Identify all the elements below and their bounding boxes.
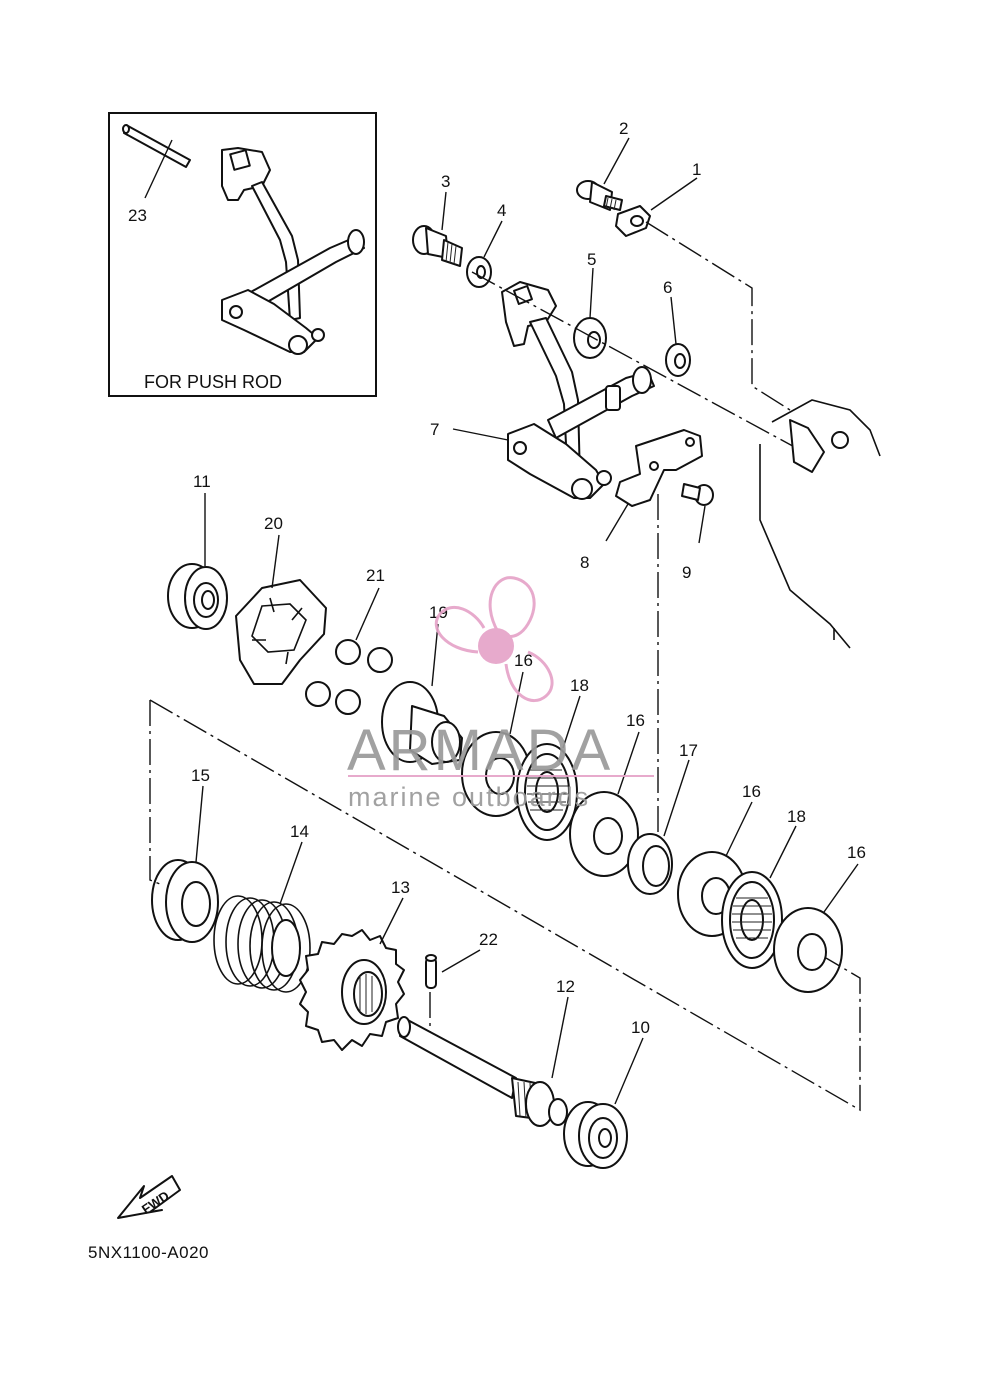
crankcase-outline bbox=[759, 399, 881, 649]
callout-4: 4 bbox=[497, 201, 506, 220]
callout-19: 19 bbox=[429, 603, 448, 622]
bushing-5 bbox=[573, 317, 607, 359]
callout-2: 2 bbox=[619, 119, 628, 138]
callout-3: 3 bbox=[441, 172, 450, 191]
callout-8: 8 bbox=[580, 553, 589, 572]
callout-7: 7 bbox=[430, 420, 439, 439]
callout-6: 6 bbox=[663, 278, 672, 297]
push-rod-lever bbox=[221, 147, 365, 355]
gear-13 bbox=[299, 929, 405, 1051]
callout-16c: 16 bbox=[742, 782, 761, 801]
forward-direction-arrow: FWD bbox=[117, 1175, 181, 1219]
callout-16b: 16 bbox=[626, 711, 645, 730]
callout-9: 9 bbox=[682, 563, 691, 582]
thrust-bearing-18b bbox=[721, 871, 783, 969]
callout-18b: 18 bbox=[787, 807, 806, 826]
flange-bolt-3 bbox=[412, 225, 463, 267]
push-rod-inset: 23 FOR PUSH ROD bbox=[108, 112, 377, 397]
seal-15 bbox=[151, 859, 219, 943]
bushing-6 bbox=[665, 343, 691, 377]
bolt-2 bbox=[576, 180, 623, 211]
ratchet-guide-20 bbox=[235, 579, 327, 685]
callout-15: 15 bbox=[191, 766, 210, 785]
callout-20: 20 bbox=[264, 514, 283, 533]
callout-21: 21 bbox=[366, 566, 385, 585]
collar-17 bbox=[627, 833, 673, 895]
callout-12: 12 bbox=[556, 977, 575, 996]
callout-23: 23 bbox=[128, 206, 147, 225]
callout-16a: 16 bbox=[514, 651, 533, 670]
pin-22 bbox=[425, 954, 437, 989]
bearing-10 bbox=[563, 1101, 628, 1169]
washer-16d bbox=[773, 907, 843, 993]
callout-1: 1 bbox=[692, 160, 701, 179]
callout-11: 11 bbox=[193, 472, 211, 491]
callout-5: 5 bbox=[587, 250, 596, 269]
callout-14: 14 bbox=[290, 822, 309, 841]
inset-caption: FOR PUSH ROD bbox=[144, 372, 282, 392]
push-rod-pin bbox=[122, 124, 191, 168]
callout-16d: 16 bbox=[847, 843, 866, 862]
bearing-11 bbox=[167, 563, 228, 630]
kick-shaft-12 bbox=[397, 1016, 568, 1127]
washer-4 bbox=[466, 256, 492, 288]
spring-14 bbox=[213, 895, 311, 993]
callout-18a: 18 bbox=[570, 676, 589, 695]
callout-13: 13 bbox=[391, 878, 410, 897]
diagram-code: 5NX1100-A020 bbox=[88, 1243, 209, 1262]
washer-1 bbox=[615, 205, 651, 237]
boss-19 bbox=[381, 681, 463, 765]
propeller-logo bbox=[434, 576, 554, 702]
thrust-bearing-18a bbox=[516, 743, 578, 841]
balls-21 bbox=[305, 639, 393, 715]
washer-16a bbox=[461, 731, 531, 817]
lever-shaft-7 bbox=[501, 281, 655, 500]
armada-watermark: ARMADA marine outboards bbox=[347, 576, 654, 812]
callout-17: 17 bbox=[679, 741, 698, 760]
watermark-name: ARMADA bbox=[347, 718, 613, 783]
screw-9 bbox=[681, 483, 714, 506]
bracket-8 bbox=[615, 429, 703, 507]
watermark-tagline: marine outboards bbox=[348, 782, 590, 812]
callout-10: 10 bbox=[631, 1018, 650, 1037]
callout-22: 22 bbox=[479, 930, 498, 949]
washer-16b bbox=[569, 791, 639, 877]
